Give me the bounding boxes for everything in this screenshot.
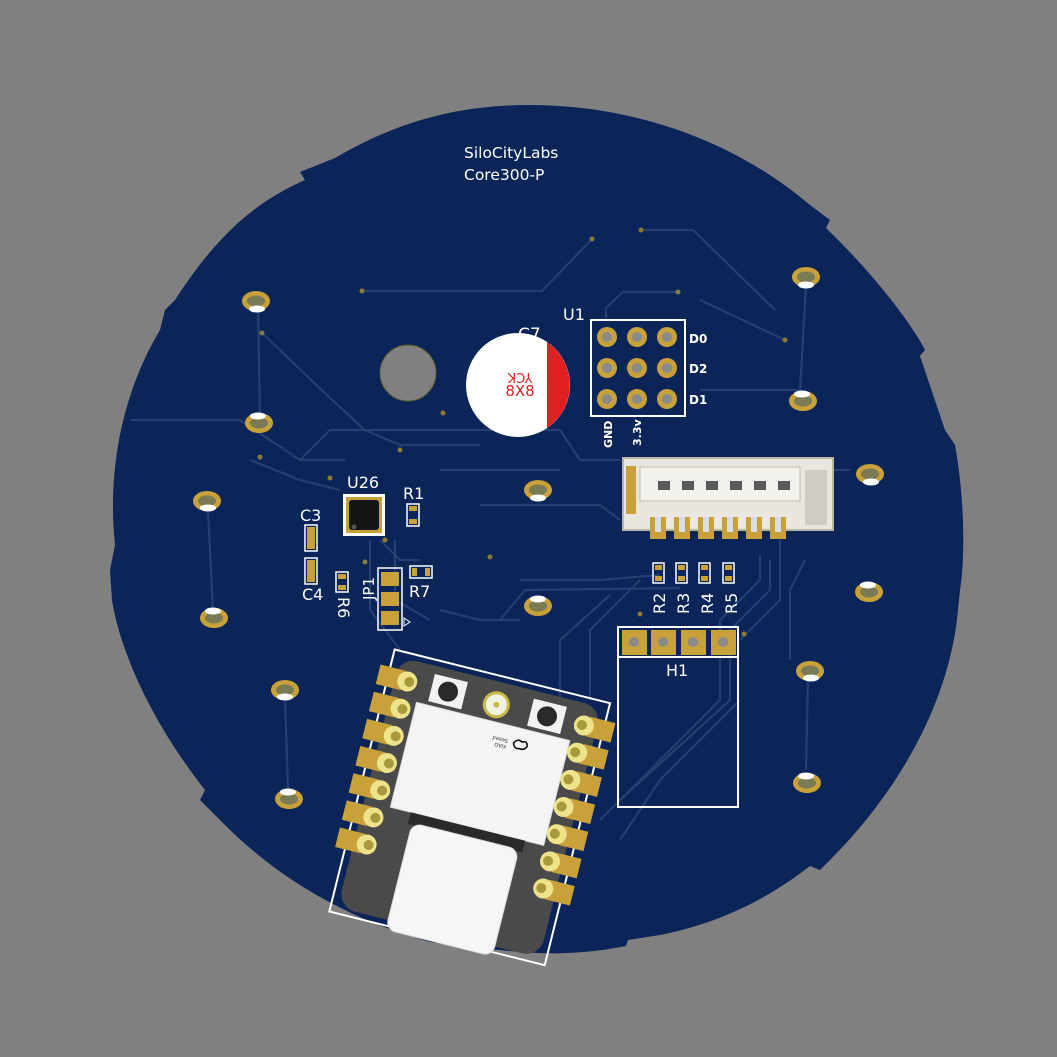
resistor-r1: R1 [403, 484, 424, 527]
c7-marking-1: YCK [507, 369, 533, 384]
resistor-array: R2 R3 R4 R5 [650, 562, 741, 614]
model-label: Core300-P [464, 166, 544, 184]
c3-ref: C3 [300, 506, 321, 525]
oval-pads [193, 267, 884, 809]
pcb-board [110, 105, 964, 954]
ic-u26: U26 [343, 473, 385, 536]
c4-ref: C4 [302, 585, 323, 604]
mcu-logo-text-2: XIAO [494, 741, 507, 750]
u26-ref: U26 [347, 473, 379, 492]
u1-pin-3v3: 3.3v [631, 419, 644, 446]
seeed-logo-icon [512, 739, 528, 751]
u1-pin-d0: D0 [689, 332, 707, 346]
capacitor-c7: C7 YCK 8X8 [466, 325, 570, 437]
r4-ref: R4 [698, 593, 717, 614]
jst-connector [622, 457, 834, 539]
r7-ref: R7 [409, 582, 430, 601]
jumper-jp1: JP1 [360, 567, 411, 631]
traces [130, 228, 850, 841]
r1-ref: R1 [403, 484, 424, 503]
c7-marking-2: 8X8 [505, 382, 534, 400]
u1-pin-d2: D2 [689, 362, 707, 376]
mounting-hole [379, 344, 437, 402]
mcu-module: Seeed XIAO [328, 648, 616, 967]
r3-ref: R3 [674, 593, 693, 614]
resistor-r6: R6 [334, 571, 353, 618]
h1-ref: H1 [666, 661, 688, 680]
r2-ref: R2 [650, 593, 669, 614]
u1-pin-d1: D1 [689, 393, 707, 407]
capacitors-c3-c4: C3 C4 [300, 506, 323, 604]
brand-label: SiloCityLabs [464, 144, 558, 162]
mcu-logo-text-1: Seeed [492, 734, 509, 744]
header-u1: U1 D0 D2 D1 GND 3.3v [563, 305, 707, 448]
resistor-r7: R7 [409, 565, 433, 601]
u1-ref: U1 [563, 305, 585, 324]
u1-pin-gnd: GND [602, 421, 615, 448]
r6-ref: R6 [334, 597, 353, 618]
r5-ref: R5 [722, 593, 741, 614]
jp1-ref: JP1 [360, 577, 378, 601]
header-h1: H1 [617, 626, 739, 808]
